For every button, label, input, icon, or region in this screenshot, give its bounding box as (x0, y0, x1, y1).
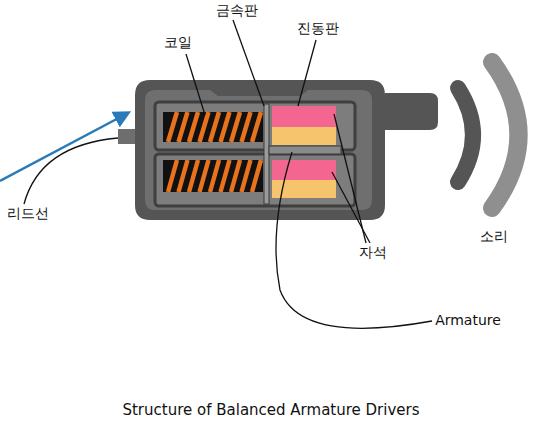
magnet-n (272, 106, 336, 127)
coil-winding (189, 160, 198, 192)
sound-wave (458, 88, 473, 182)
coil-winding (179, 160, 188, 192)
coil-winding (210, 112, 219, 142)
coil-winding (221, 160, 230, 192)
coil-winding (252, 112, 261, 142)
magnet-n (272, 160, 336, 180)
coil-core (163, 160, 263, 192)
coil-winding (242, 112, 251, 142)
part-label: 리드선 (7, 206, 49, 221)
leader-line (332, 172, 370, 243)
leader-line (186, 54, 205, 115)
coil-winding (221, 112, 230, 142)
coil-winding (179, 112, 188, 142)
leader-line (24, 138, 118, 204)
sound-wave (492, 62, 519, 208)
lower-chamber (155, 154, 355, 206)
leader-line (334, 114, 366, 243)
housing-inner (145, 90, 372, 210)
part-label: Armature (435, 313, 501, 328)
coil-winding (231, 160, 240, 192)
part-label: 소리 (480, 229, 508, 244)
leader-line (233, 20, 264, 106)
coil-core (163, 112, 263, 142)
leader-line (276, 152, 432, 328)
coil-winding (168, 160, 177, 192)
upper-chamber (155, 102, 355, 150)
housing (135, 80, 438, 220)
coil-winding (168, 112, 177, 142)
part-label: 코일 (164, 35, 192, 50)
metal-plate (264, 104, 269, 204)
coil-windings (168, 112, 261, 192)
part-label: 자석 (359, 245, 387, 260)
coil-winding (189, 112, 198, 142)
magnet-s (272, 127, 336, 145)
caption: Structure of Balanced Armature Drivers (122, 401, 419, 419)
coil-winding (200, 160, 209, 192)
coil-winding (252, 160, 261, 192)
coil-winding (200, 112, 209, 142)
armature (269, 146, 341, 154)
part-label: 진동판 (297, 21, 339, 36)
coil-winding (242, 160, 251, 192)
part-label: 금속판 (216, 3, 258, 18)
coil-winding (231, 112, 240, 142)
coil-winding (210, 160, 219, 192)
signal-arrow (0, 113, 128, 181)
leader-line (298, 40, 316, 106)
